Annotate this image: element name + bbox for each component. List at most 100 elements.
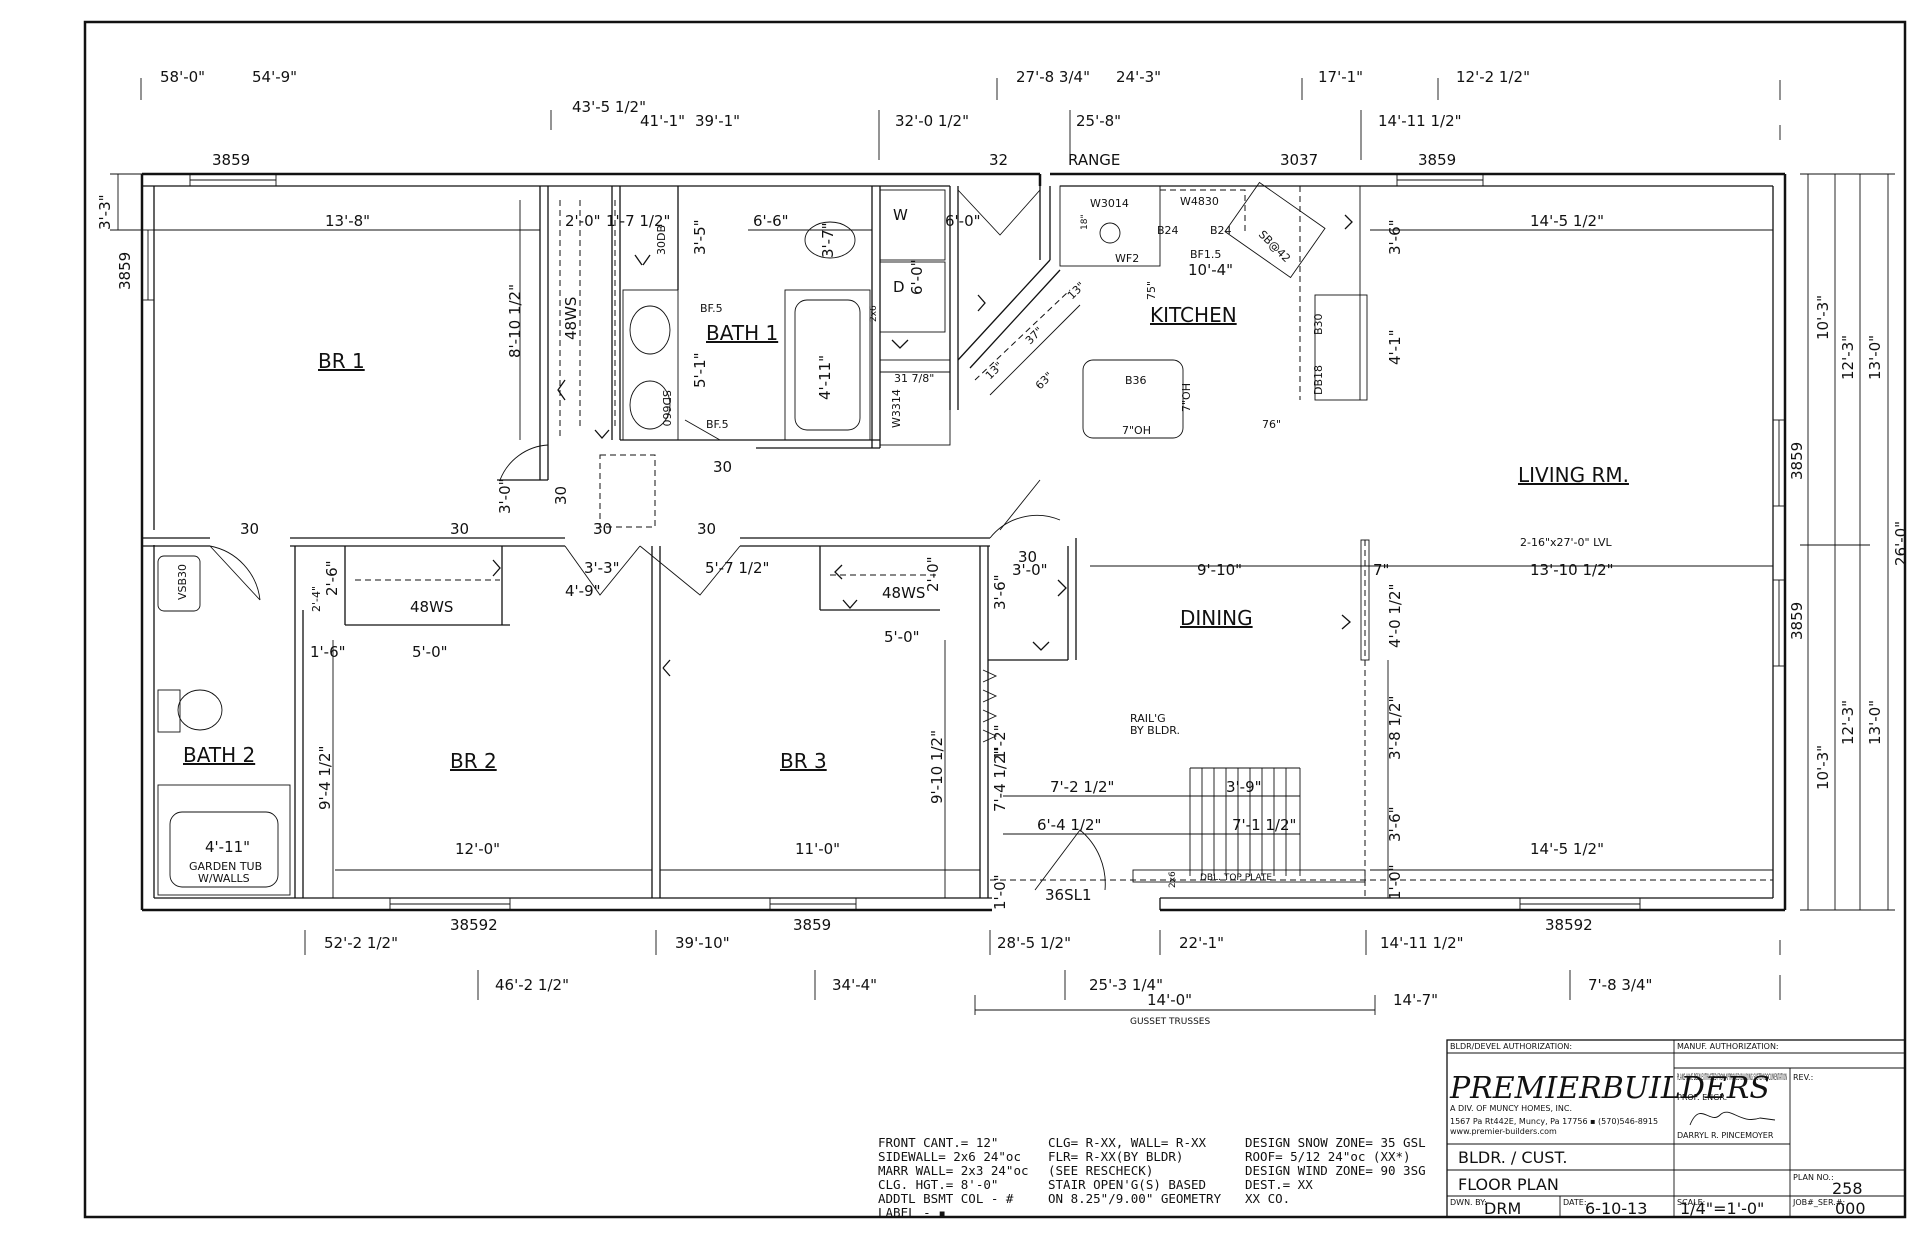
top-dim: 41'-1" <box>640 112 685 130</box>
label: W <box>893 206 908 224</box>
label: W3014 <box>1090 197 1129 210</box>
dim: 22'-1" <box>1179 934 1224 952</box>
label: 13" <box>983 359 1006 382</box>
label: 2x6 <box>869 305 879 322</box>
top-dim: 27'-8 3/4" <box>1016 68 1090 86</box>
dim: 14'-11 1/2" <box>1380 934 1464 952</box>
label: 37" <box>1023 324 1046 347</box>
dim: 1'-2" <box>991 724 1009 760</box>
dim: 2'-4" <box>310 586 323 612</box>
top-dim: 12'-2 1/2" <box>1456 68 1530 86</box>
dim: 7" <box>1373 561 1389 579</box>
dim: 14'-5 1/2" <box>1530 840 1604 858</box>
top-dim: 25'-8" <box>1076 112 1121 130</box>
dim: 3'-9" <box>1226 778 1262 796</box>
title-block: BLDR/DEVEL AUTHORIZATION: MANUF. AUTHORI… <box>1446 1039 1906 1218</box>
dim: 1'-7 1/2" <box>606 212 670 230</box>
dim: 13'-0" <box>1866 700 1884 745</box>
fixtures <box>157 181 1368 896</box>
dim: 1'-0" <box>1386 864 1404 900</box>
dim: 12'-3" <box>1839 335 1857 380</box>
note: LABEL - ▪ <box>878 1205 946 1220</box>
dim: 5'-7 1/2" <box>705 559 769 577</box>
dim: 14'-5 1/2" <box>1530 212 1604 230</box>
tb-value: 6-10-13 <box>1585 1199 1647 1218</box>
label: 18" <box>1080 214 1090 230</box>
label: 30DB <box>655 225 668 255</box>
left-dimensions: 3'-3" 3859 <box>96 173 142 290</box>
label: 13" <box>1065 279 1088 302</box>
label: BY BLDR. <box>1130 724 1180 737</box>
dim: 3'-0" <box>1012 561 1048 579</box>
top-dim: 39'-1" <box>695 112 740 130</box>
window-label: 38592 <box>450 916 498 934</box>
top-dim: 32'-0 1/2" <box>895 112 969 130</box>
top-dim: 43'-5 1/2" <box>572 98 646 116</box>
room-label-dining: DINING <box>1180 606 1253 630</box>
dim: 10'-4" <box>1188 261 1233 279</box>
label: 48WS <box>562 297 580 340</box>
label: 48WS <box>410 598 453 616</box>
note: STAIR OPEN'G(S) BASED <box>1048 1177 1206 1192</box>
label: 30 <box>1018 548 1037 566</box>
right-dimensions: 3859 10'-3" 12'-3" 13'-0" 26'-0" 3859 10… <box>1788 173 1910 911</box>
label: 7"OH <box>1180 383 1193 412</box>
label: B36 <box>1125 374 1147 387</box>
dim: 3'-8 1/2" <box>1386 696 1404 760</box>
dim: 13'-0" <box>1866 335 1884 380</box>
dim: 3859 <box>116 252 134 290</box>
room-label-br1: BR 1 <box>318 349 365 373</box>
label: BF.5 <box>706 418 729 431</box>
dim: 13'-10 1/2" <box>1530 561 1614 579</box>
note: DEST.= XX <box>1245 1177 1313 1192</box>
dim: 2'-0" <box>924 556 942 592</box>
dim: 6'-0" <box>908 259 926 295</box>
dim: 46'-2 1/2" <box>495 976 569 994</box>
label: 76" <box>1262 418 1281 431</box>
dim: 3859 <box>1788 602 1806 640</box>
gusset-label: GUSSET TRUSSES <box>1130 1017 1210 1027</box>
dim: 3'-3" <box>584 559 620 577</box>
tb-label: REV.: <box>1793 1073 1813 1082</box>
tb-value: 258 <box>1832 1179 1863 1198</box>
spec-notes: FRONT CANT.= 12" SIDEWALL= 2x6 24"oc MAR… <box>878 1135 1426 1220</box>
dim: 4'-1" <box>1386 329 1404 365</box>
label: W/WALLS <box>198 872 250 885</box>
dimension-lines <box>154 200 1773 898</box>
tb-label: DATE: <box>1563 1198 1587 1207</box>
note: (SEE RESCHECK) <box>1048 1163 1153 1178</box>
dim: 25'-3 1/4" <box>1089 976 1163 994</box>
dim: 7'-2 1/2" <box>1050 778 1114 796</box>
label: BF.5 <box>700 302 723 315</box>
tb-bldr-cust: BLDR. / CUST. <box>1458 1148 1567 1167</box>
dim: 3'-0" <box>496 478 514 514</box>
note: ROOF= 5/12 24"oc (XX*) <box>1245 1149 1411 1164</box>
note: DESIGN WIND ZONE= 90 3SG <box>1245 1163 1426 1178</box>
dim: 31 7/8" <box>894 372 934 385</box>
dim: 2'-0" <box>565 212 601 230</box>
note: SIDEWALL= 2x6 24"oc <box>878 1149 1021 1164</box>
top-dim: 14'-11 1/2" <box>1378 112 1462 130</box>
dim: 5'-0" <box>884 628 920 646</box>
note: ON 8.25"/9.00" GEOMETRY <box>1048 1191 1222 1206</box>
dim: 6'-0" <box>945 212 981 230</box>
dim: 3'-5" <box>691 219 709 255</box>
tb-label: MANUF. AUTHORIZATION: <box>1677 1042 1779 1051</box>
tb-text: DARRYL R. PINCEMOYER <box>1677 1131 1774 1140</box>
dim: 13'-8" <box>325 212 370 230</box>
dim: 14'-7" <box>1393 991 1438 1009</box>
exterior-walls <box>140 172 1787 912</box>
dim: 3'-3" <box>96 194 114 230</box>
arrow-markers <box>492 214 1353 677</box>
label: VSB30 <box>176 564 189 600</box>
dim: 5'-0" <box>412 643 448 661</box>
window-label: 38592 <box>1545 916 1593 934</box>
dim: 2'-6" <box>323 560 341 596</box>
label: 30 <box>552 486 570 505</box>
tb-label: JOB#_SER.#: <box>1792 1198 1845 1207</box>
tb-value: 1/4"=1'-0" <box>1680 1199 1764 1218</box>
label: 2x6 <box>1168 871 1178 888</box>
dim: 12'-3" <box>1839 700 1857 745</box>
room-label-kitchen: KITCHEN <box>1150 303 1237 327</box>
dim: 52'-2 1/2" <box>324 934 398 952</box>
